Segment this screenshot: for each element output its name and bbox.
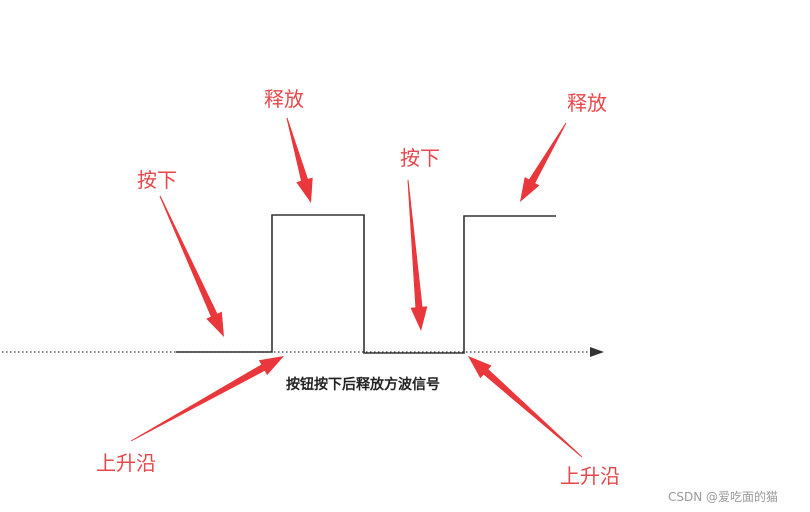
arrow-release-2: [520, 122, 567, 202]
label-rising-edge-2: 上升沿: [560, 464, 620, 488]
label-press-1: 按下: [137, 168, 177, 192]
arrow-rising-edge-2: [468, 356, 583, 458]
label-release-1: 释放: [264, 87, 304, 111]
arrow-rising-edge-1: [130, 356, 284, 442]
square-wave-signal: [176, 214, 556, 354]
label-release-2: 释放: [567, 91, 607, 115]
watermark: CSDN @爱吃面的猫: [668, 490, 779, 504]
label-press-2: 按下: [400, 146, 440, 170]
diagram-caption: 按钮按下后释放方波信号: [286, 377, 440, 393]
arrow-release-1: [286, 117, 313, 203]
arrow-press-2: [407, 180, 428, 331]
time-axis-arrowhead: [590, 347, 604, 357]
label-rising-edge-1: 上升沿: [96, 451, 156, 475]
arrow-press-1: [159, 195, 224, 337]
